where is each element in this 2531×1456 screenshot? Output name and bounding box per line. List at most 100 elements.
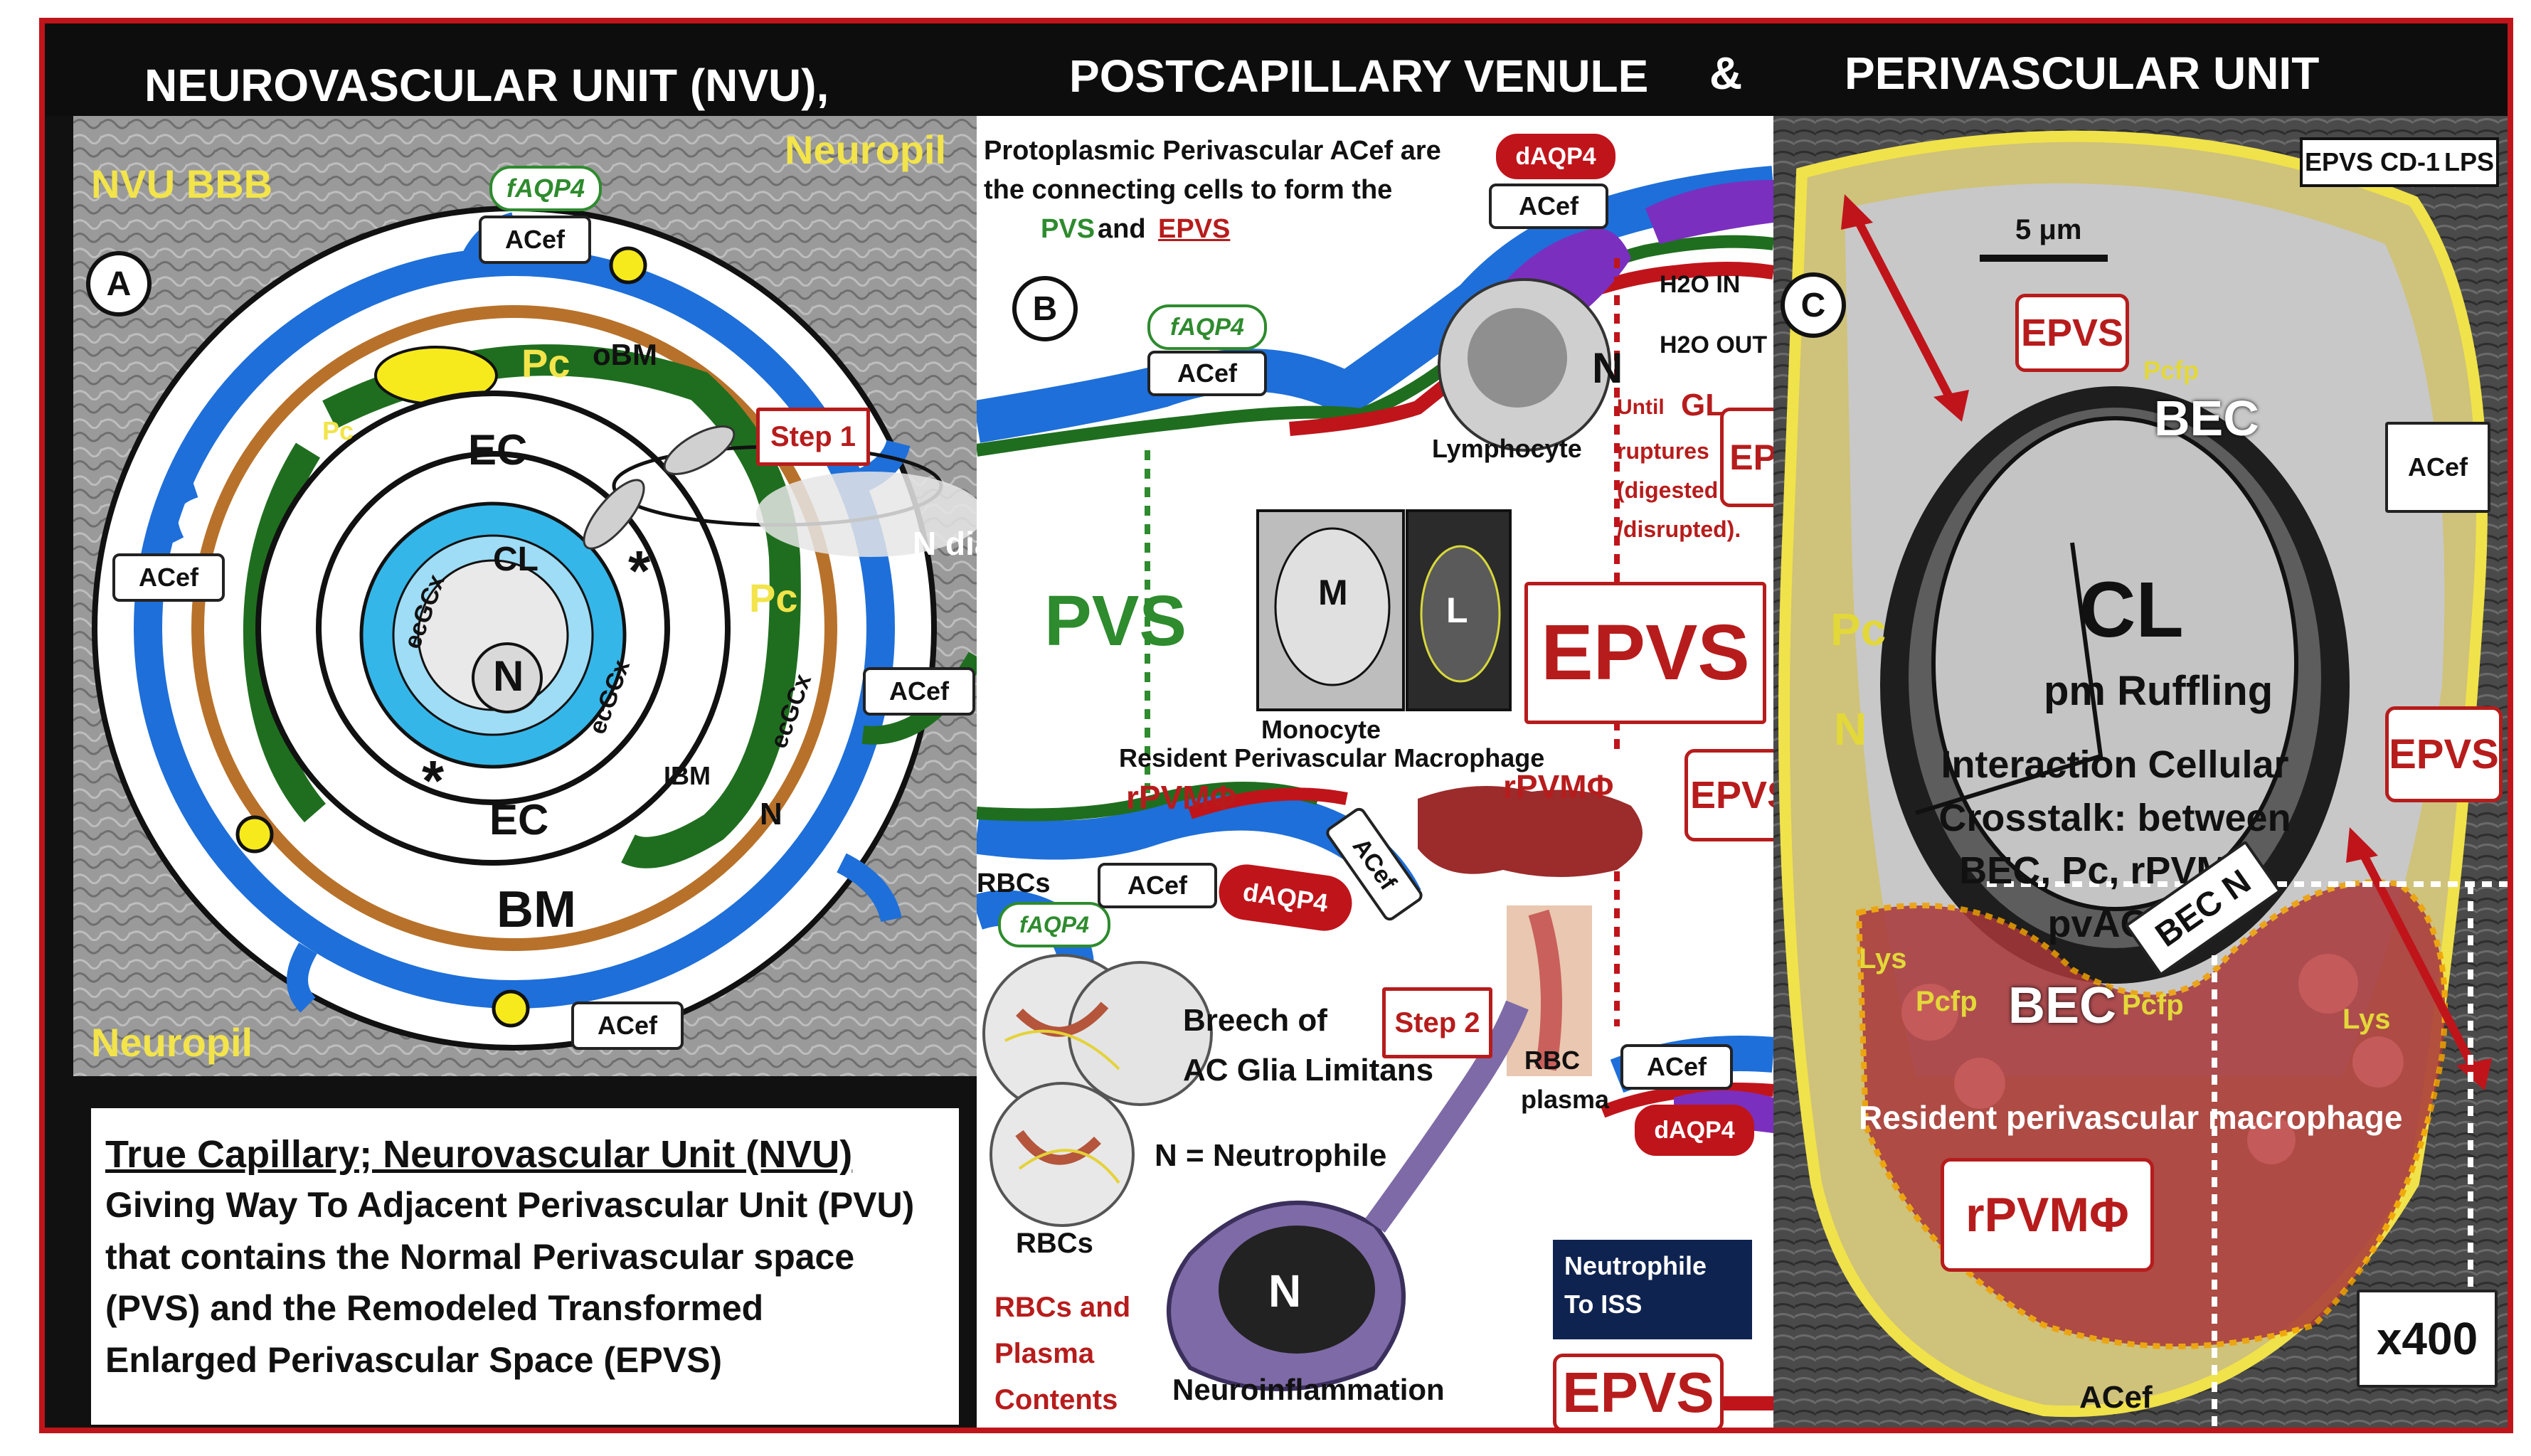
l-label: L [1446,590,1468,630]
plasma-label: plasma [1521,1085,1610,1114]
acef-box-right-c: ACef [2385,422,2490,513]
n-neutrophile-label: N = Neutrophile [1155,1138,1387,1173]
interaction-line-4: pvACef [2047,902,2182,945]
neutrophile-iss-line-2: To ISS [1564,1290,1643,1319]
step2-box: Step 2 [1382,987,1492,1058]
faqp4-badge-lower: fAQP4 [998,902,1110,947]
m-label: M [1318,573,1348,612]
figure-frame: NEUROVASCULAR UNIT (NVU), POSTCAPILLARY … [39,18,2513,1433]
neutrophile-iss-line-1: Neutrophile [1564,1251,1707,1280]
rbc-label: RBC [1524,1046,1580,1075]
neuropil-top-label: Neuropil [785,127,947,172]
n-label-lymph: N [1592,344,1623,392]
rbcs-label-top: RBCs [977,868,1051,898]
epvs-box-bottom-b: EPVS [1553,1354,1724,1428]
stain-label-2: LPS [2444,147,2494,176]
gl-label: GL [1681,388,1725,423]
disrupted-label: /disrupted). [1617,516,1741,542]
intro-line-1: Protoplasmic Perivascular ACef are [984,136,1441,166]
resident-macrophage-label: Resident perivascular macrophage [1859,1099,2403,1136]
panel-c: C 5 μm EPVS CD-1 LPS EPVS Pcfp BEC ACef … [1773,116,2508,1428]
caption-line-3: (PVS) and the Remodeled Transformed [105,1288,764,1329]
pc-label-right: Pc [749,575,798,620]
lymphocyte-label: Lymphocyte [1432,434,1582,463]
intro-pvs: PVS [1041,214,1095,244]
bec-label-bottom: BEC [2008,977,2117,1034]
n-label-wall: N [760,797,782,831]
acef-box-right: ACef [863,667,975,716]
stain-label-1: EPVS CD-1 [2304,147,2441,176]
faqp4-badge-b: fAQP4 [1147,304,1267,350]
n-diapedesis-label: N diapedesis [913,525,977,562]
header-venule: POSTCAPILLARY VENULE [1069,51,1649,102]
daqp4-badge-right: dAQP4 [1635,1105,1754,1156]
scale-bar-label: 5 μm [2015,214,2082,245]
pcfp-label-right: Pcfp [2122,989,2184,1021]
acef-box-lower-b: ACef [1098,863,1217,908]
step1-box-a: Step 1 [756,408,870,466]
stain-box: EPVS CD-1 LPS [2300,137,2499,187]
n-label-c: N [1834,703,1867,755]
lys-label-left: Lys [1859,943,1907,974]
interaction-text: Interaction Cellular Crosstalk: between … [1887,738,2342,950]
header-bar [45,23,2508,116]
acef-box-left: ACef [112,553,225,602]
contents-label: Contents [994,1384,1118,1415]
rbcs-and-label: RBCs and [994,1292,1131,1323]
panel-a-diagram [73,116,977,1076]
panel-b-diagram [977,166,1773,1410]
panel-b-letter: B [1012,276,1078,341]
rbcs-label-bottom: RBCs [1016,1228,1093,1259]
bec-label-top: BEC [2154,390,2259,446]
ec-label-top: EC [468,426,528,474]
caption-line-1: Giving Way To Adjacent Perivascular Unit… [105,1185,915,1226]
header-ampersand: & [1709,48,1743,99]
panel-a: A NVU BBB Neuropil Neuropil fAQP4 ACef A… [73,116,977,1076]
rpvm-label-left: rPVMΦ [1126,779,1237,816]
bm-label: BM [497,881,576,938]
breech-line-1: Breech of [1183,1003,1327,1038]
asterisk-lower: * [422,749,445,812]
neuropil-bottom-label: Neuropil [91,1020,253,1065]
pcfp-label-left: Pcfp [1916,986,1978,1017]
rpvm-label-right: rPVMΦ [1503,768,1614,805]
n-label-neutrophil: N [1268,1265,1302,1317]
caption-line-2: that contains the Normal Perivascular sp… [105,1236,855,1277]
rpvm-box-c: rPVMΦ [1941,1158,2154,1272]
acef-box-top-b: ACef [1489,184,1608,229]
obm-label: oBM [593,338,657,371]
asterisk-upper: * [628,539,651,602]
nvu-bbb-label: NVU BBB [91,161,273,206]
cl-label: CL [493,541,538,578]
acef-box-top: ACef [479,216,591,264]
pm-ruffling-label: pm Ruffling [2044,668,2273,714]
intro-line-2: the connecting cells to form the [984,175,1393,205]
monocyte-label: Monocyte [1261,715,1381,744]
ec-label-bottom: EC [489,796,549,844]
caption-box: True Capillary; Neurovascular Unit (NVU)… [87,1105,962,1428]
breech-line-2: AC Glia Limitans [1183,1053,1434,1088]
epvs-box-top-c: EPVS [2015,294,2129,372]
epvs-box-right-c: EPVS [2385,706,2503,802]
daqp4-badge-top: dAQP4 [1496,134,1615,179]
caption-line-4: Enlarged Perivascular Space (EPVS) [105,1339,723,1380]
epvs-box-small-b: EPVS [1720,408,1773,507]
magnification-box: x400 [2357,1290,2498,1388]
header-nvu: NEUROVASCULAR UNIT (NVU), [144,60,829,111]
faqp4-badge: fAQP4 [489,166,602,211]
acef-box-right-b: ACef [1620,1044,1733,1090]
interaction-line-1: Interaction Cellular [1941,743,2289,786]
header-pvu: PERIVASCULAR UNIT [1845,48,2320,99]
neutrophile-iss-box: Neutrophile To ISS [1553,1240,1752,1339]
n-label-lumen: N [493,652,524,700]
h2o-out-label: H2O OUT [1660,331,1768,358]
pvs-label-big: PVS [1044,581,1187,661]
pc-label-c: Pc [1830,604,1887,655]
panel-a-letter: A [86,251,152,317]
acef-label-bottom-c: ACef [2079,1380,2153,1415]
pcfp-label-top: Pcfp [2143,356,2200,385]
cl-label-c: CL [2079,566,2184,654]
ruptures-label: ruptures [1617,438,1709,464]
interaction-line-2: Crosstalk: between [1938,796,2291,839]
panel-c-micrograph [1773,116,2508,1428]
